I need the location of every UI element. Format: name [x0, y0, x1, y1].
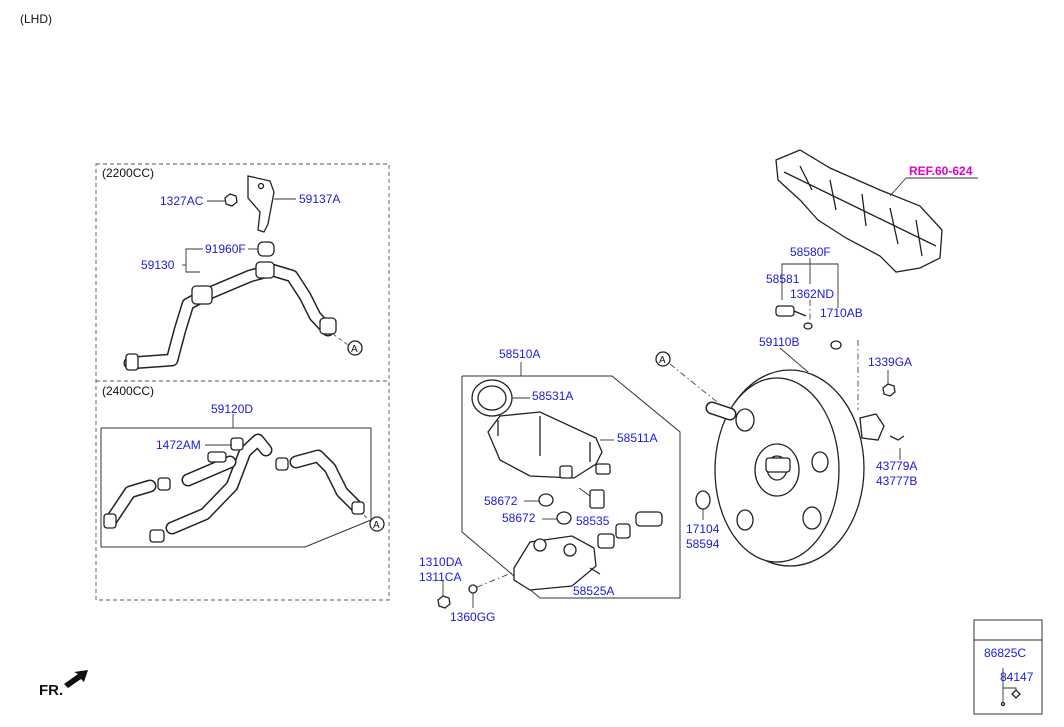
nut-1327ac — [224, 193, 238, 207]
clip-43779a — [889, 435, 905, 441]
label-58672-top: 58672 — [484, 494, 518, 508]
leaders-master-cylinder — [442, 397, 614, 608]
leaders-booster — [779, 340, 905, 460]
connector-a-marker: A — [347, 340, 363, 356]
ref-label: REF.60-624 — [909, 164, 973, 178]
label-1339ga: 1339GA — [868, 355, 912, 369]
label-1327ac: 1327AC — [160, 194, 204, 208]
section-2400cc-label: (2400CC) — [102, 384, 154, 398]
svg-text:A: A — [373, 520, 380, 531]
vacuum-hose-2200cc — [123, 175, 337, 371]
label-1472am: 1472AM — [156, 438, 201, 452]
svg-text:A: A — [351, 344, 358, 355]
check-valve-91960f — [257, 241, 275, 257]
label-59130: 59130 — [141, 258, 175, 272]
reservoir-58511a — [487, 411, 603, 479]
sensor-58535 — [589, 489, 605, 509]
section-2200cc-label: (2200CC) — [102, 166, 154, 180]
label-1310da: 1310DA — [419, 555, 462, 569]
label-58594: 58594 — [686, 537, 720, 551]
clip-1362nd — [803, 322, 813, 330]
washer-1360gg — [468, 584, 478, 594]
label-58511a: 58511A — [617, 431, 657, 445]
front-label: FR. — [39, 682, 63, 699]
lhd-label: (LHD) — [20, 12, 52, 26]
front-direction-indicator: FR. — [39, 670, 88, 699]
o-ring-17104 — [695, 490, 711, 510]
label-58525a: 58525A — [573, 584, 614, 598]
label-58672-bottom: 58672 — [502, 511, 536, 525]
connector-a-marker-2400: A — [369, 516, 385, 532]
label-17104: 17104 — [686, 522, 720, 536]
clip-84147 — [1011, 689, 1021, 699]
label-43779a: 43779A — [876, 459, 917, 473]
label-1362nd: 1362ND — [790, 287, 834, 301]
legend-86825c — [973, 619, 1043, 715]
nut-1310da — [437, 595, 451, 609]
label-91960f: 91960F — [205, 242, 246, 256]
label-1710ab: 1710AB — [820, 306, 863, 320]
bracket-59137a — [247, 175, 275, 233]
front-arrow-icon — [64, 670, 88, 688]
clip-1710ab — [830, 340, 842, 350]
leaders-2400cc — [205, 444, 371, 522]
label-58580f: 58580F — [790, 245, 831, 259]
label-58535: 58535 — [576, 514, 610, 528]
label-1360gg: 1360GG — [450, 610, 495, 624]
firewall-panel — [775, 149, 978, 273]
label-84147: 84147 — [1000, 670, 1034, 684]
svg-text:A: A — [659, 355, 666, 366]
pin-58581 — [775, 305, 795, 317]
grommet-58672-top — [538, 493, 554, 507]
washer-1339ga — [882, 383, 896, 397]
label-59110b: 59110B — [759, 335, 799, 349]
label-1311ca: 1311CA — [419, 570, 461, 584]
label-43777b: 43777B — [876, 474, 917, 488]
label-58531a: 58531A — [532, 389, 573, 403]
label-58510a: 58510A — [499, 347, 540, 361]
bolt-58525a — [589, 567, 601, 575]
master-cylinder-group — [437, 362, 681, 609]
connector-a-marker-booster: A — [655, 351, 671, 367]
label-86825c: 86825C — [984, 646, 1026, 660]
label-58581: 58581 — [766, 272, 800, 286]
connector-a-path — [669, 363, 723, 407]
master-cylinder-body — [513, 535, 597, 591]
engine-variant-panel: (2200CC) (2400CC) — [95, 163, 390, 601]
label-59137a: 59137A — [299, 192, 340, 206]
vacuum-hose-2400cc — [100, 414, 372, 548]
label-59120d: 59120D — [211, 402, 253, 416]
grommet-58672-bottom — [556, 511, 572, 525]
pin-assembly-58580f — [775, 258, 842, 350]
leaders-2200cc — [182, 198, 349, 346]
brake-booster-59110b — [705, 369, 885, 567]
